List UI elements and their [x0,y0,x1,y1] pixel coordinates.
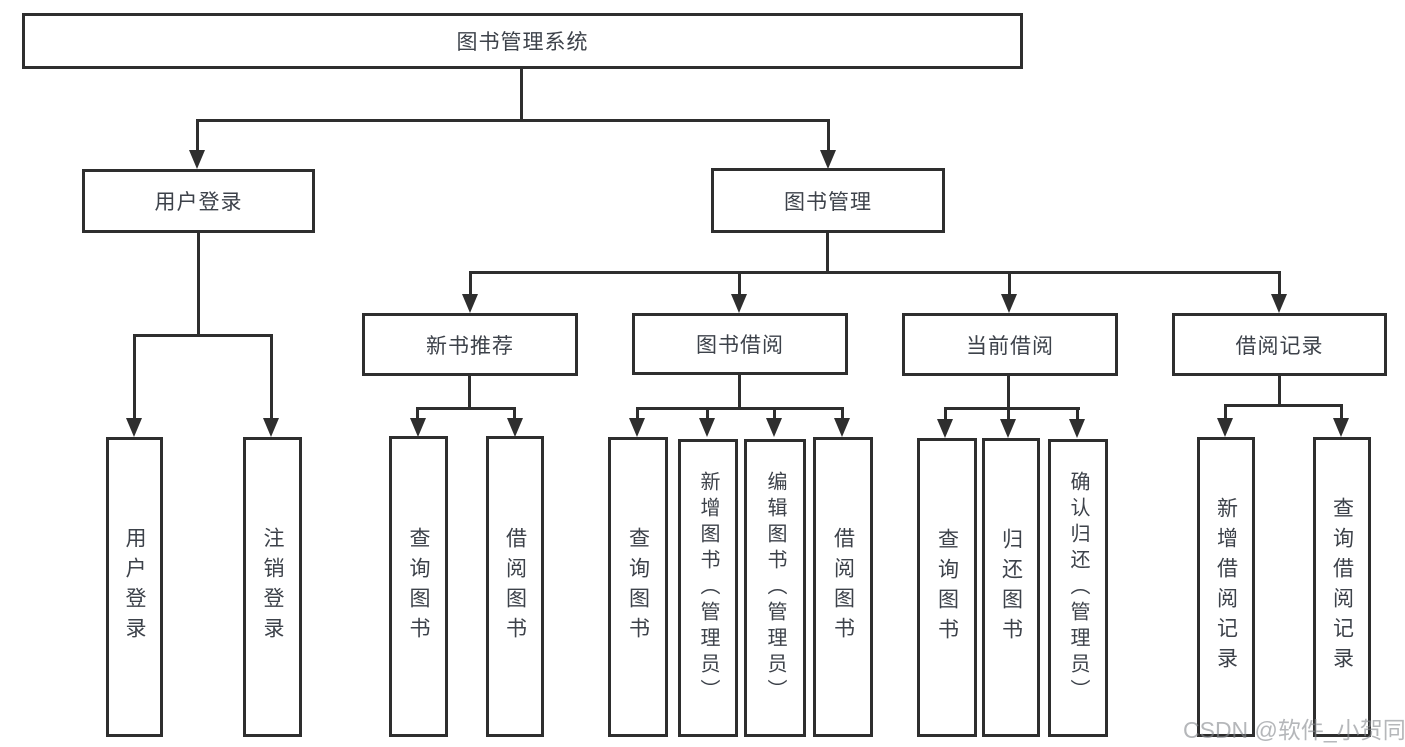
edge-leaf [416,407,419,420]
edge-leaf [841,407,844,420]
node-label: 借阅图书 [831,527,855,647]
edge-root-stem [520,69,523,119]
edge-borrow-records-hline [1224,404,1343,407]
edge-leaf [944,407,947,420]
edge-leaf [1007,407,1010,420]
node-label: 新书推荐 [426,334,514,358]
edge-to-borrow-records [1278,271,1281,297]
edge-current-borrow-stem [1007,376,1010,409]
arrow-down-icon [507,418,523,437]
node-label: 图书管理系统 [456,31,589,54]
edge-book-mgmt-hline [469,271,1281,274]
edge-to-current-borrow [1008,271,1011,297]
edge-to-user-login [196,119,199,152]
node-label: 用户登录 [123,527,146,647]
arrow-down-icon [766,418,782,437]
arrow-down-icon [1069,419,1085,438]
edge-book-borrow-hline [636,407,844,410]
node-label: 借阅图书 [503,526,527,647]
csdn-watermark: CSDN @软件_小贺同学 [1183,717,1405,743]
node-label: 编辑图书（管理员） [764,471,786,705]
node-borrow-records: 借阅记录 [1172,313,1387,376]
node-label: 归还图书 [999,527,1023,648]
edge-borrow-records-stem [1278,376,1281,406]
arrow-down-icon [1271,294,1287,313]
arrow-down-icon [462,294,478,313]
arrow-down-icon [834,418,850,437]
node-label: 图书管理 [784,190,872,214]
edge-to-book-mgmt [827,119,830,152]
node-label: 查询图书 [935,527,959,648]
node-label: 查询借阅记录 [1330,497,1354,677]
edge-current-borrow-hline [944,407,1080,410]
arrow-down-icon [1217,418,1233,437]
node-root-library-system: 图书管理系统 [22,13,1023,69]
node-new-book-recommend: 新书推荐 [362,313,578,376]
node-current-borrowing: 当前借阅 [902,313,1118,376]
node-book-borrowing: 图书借阅 [632,313,848,375]
edge-to-logout-leaf [270,334,273,420]
edge-leaf [706,407,709,420]
arrow-down-icon [731,294,747,313]
leaf-borrow-books: 借阅图书 [486,436,544,737]
node-label: 当前借阅 [966,334,1054,358]
edge-user-login-stem [197,233,200,337]
arrow-down-icon [263,418,279,437]
edge-leaf [1224,404,1227,419]
leaf-logout: 注销登录 [243,437,302,737]
arrow-down-icon [1333,418,1349,437]
node-label: 查询图书 [407,526,430,647]
arrow-down-icon [820,150,836,169]
edge-leaf [636,407,639,420]
edge-book-borrow-stem [738,375,741,409]
node-label: 新增图书（管理员） [697,471,719,705]
leaf-query-books: 查询图书 [917,438,977,737]
edge-leaf [773,407,776,420]
arrow-down-icon [1001,294,1017,313]
arrow-down-icon [1000,419,1016,438]
node-label: 确认归还（管理员） [1067,471,1089,705]
leaf-query-borrow-record: 查询借阅记录 [1313,437,1371,737]
arrow-down-icon [189,150,205,169]
arrow-down-icon [629,418,645,437]
node-label: 图书借阅 [696,334,784,357]
arrow-down-icon [126,418,142,437]
node-label: 用户登录 [154,191,243,214]
leaf-user-login: 用户登录 [106,437,163,737]
leaf-add-books-admin: 新增图书（管理员） [678,439,738,737]
leaf-query-books: 查询图书 [389,436,448,737]
edge-to-new-books [469,271,472,297]
edge-new-books-stem [468,376,471,409]
leaf-edit-books-admin: 编辑图书（管理员） [744,439,806,737]
node-user-login: 用户登录 [82,169,315,233]
leaf-return-books: 归还图书 [982,438,1040,737]
edge-leaf [513,407,516,420]
leaf-borrow-books: 借阅图书 [813,437,873,737]
arrow-down-icon [937,419,953,438]
edge-leaf [1076,407,1079,420]
edge-to-book-borrow [738,271,741,297]
edge-to-login-leaf [133,334,136,420]
arrow-down-icon [410,418,426,437]
leaf-add-borrow-record: 新增借阅记录 [1197,437,1255,737]
leaf-query-books: 查询图书 [608,437,668,737]
arrow-down-icon [699,418,715,437]
edge-root-hline [196,119,830,122]
leaf-confirm-return-admin: 确认归还（管理员） [1048,439,1108,737]
node-label: 查询图书 [626,527,650,647]
node-label: 借阅记录 [1235,334,1324,358]
edge-user-login-hline [133,334,273,337]
edge-new-books-hline [416,407,516,410]
node-book-management: 图书管理 [711,168,945,233]
edge-leaf [1340,404,1343,419]
node-label: 注销登录 [261,527,284,647]
edge-book-mgmt-stem [826,233,829,273]
node-label: 新增借阅记录 [1214,497,1238,677]
